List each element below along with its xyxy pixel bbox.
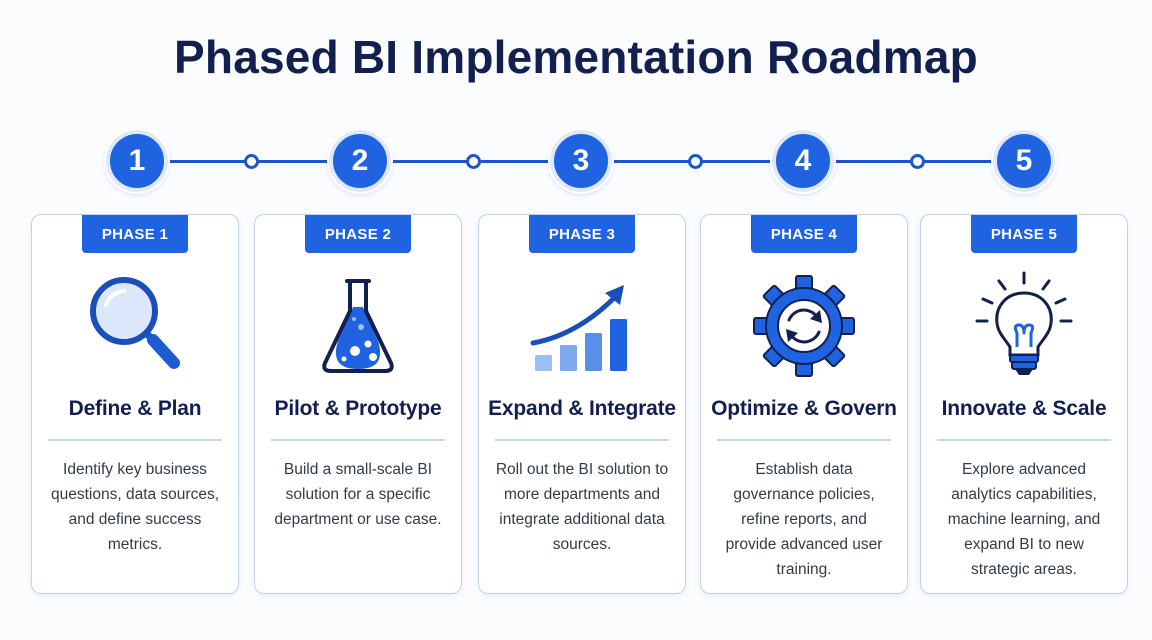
timeline: 1 2 3 4 5	[0, 130, 1152, 194]
lightbulb-icon	[964, 271, 1084, 381]
timeline-dot	[688, 154, 703, 169]
step-number-1: 1	[106, 130, 168, 192]
phase-title: Pilot & Prototype	[274, 397, 442, 420]
phase-description: Roll out the BI solution to more departm…	[495, 461, 669, 553]
phase-description: Explore advanced analytics capabilities,…	[947, 461, 1101, 578]
phase-card-2: PHASE 2 Pilot & Prototype Build a small-…	[254, 214, 462, 594]
divider	[271, 439, 445, 441]
step-number-4: 4	[772, 130, 834, 192]
divider	[48, 439, 222, 441]
timeline-dot	[910, 154, 925, 169]
step-number-5: 5	[993, 130, 1055, 192]
phase-title: Innovate & Scale	[941, 397, 1107, 420]
phase-card-5: PHASE 5 Innovate & Scale	[920, 214, 1128, 594]
magnifying-glass-icon	[75, 271, 195, 381]
phase-description: Establish data governance policies, refi…	[725, 461, 883, 578]
timeline-dot	[244, 154, 259, 169]
step-number-3: 3	[550, 130, 612, 192]
phase-card-3: PHASE 3 Expand & Integrate Roll out the …	[478, 214, 686, 594]
phase-card-4: PHASE 4	[700, 214, 908, 594]
phase-badge: PHASE 3	[529, 215, 635, 253]
divider	[937, 439, 1111, 441]
step-number-2: 2	[329, 130, 391, 192]
phase-badge: PHASE 2	[305, 215, 411, 253]
flask-icon	[298, 271, 418, 381]
growth-chart-icon	[522, 271, 642, 381]
phase-badge: PHASE 5	[971, 215, 1077, 253]
phase-badge: PHASE 1	[82, 215, 188, 253]
page-title: Phased BI Implementation Roadmap	[174, 31, 978, 83]
phase-title: Expand & Integrate	[488, 397, 676, 420]
phase-description: Identify key business questions, data so…	[50, 461, 220, 553]
gear-refresh-icon	[744, 271, 864, 381]
timeline-dot	[466, 154, 481, 169]
phase-title: Optimize & Govern	[711, 397, 897, 420]
phase-description: Build a small-scale BI solution for a sp…	[274, 461, 442, 528]
divider	[495, 439, 669, 441]
phase-card-1: PHASE 1 Define & Plan Identify key busin…	[31, 214, 239, 594]
divider	[717, 439, 891, 441]
phase-badge: PHASE 4	[751, 215, 857, 253]
phase-title: Define & Plan	[68, 397, 202, 420]
